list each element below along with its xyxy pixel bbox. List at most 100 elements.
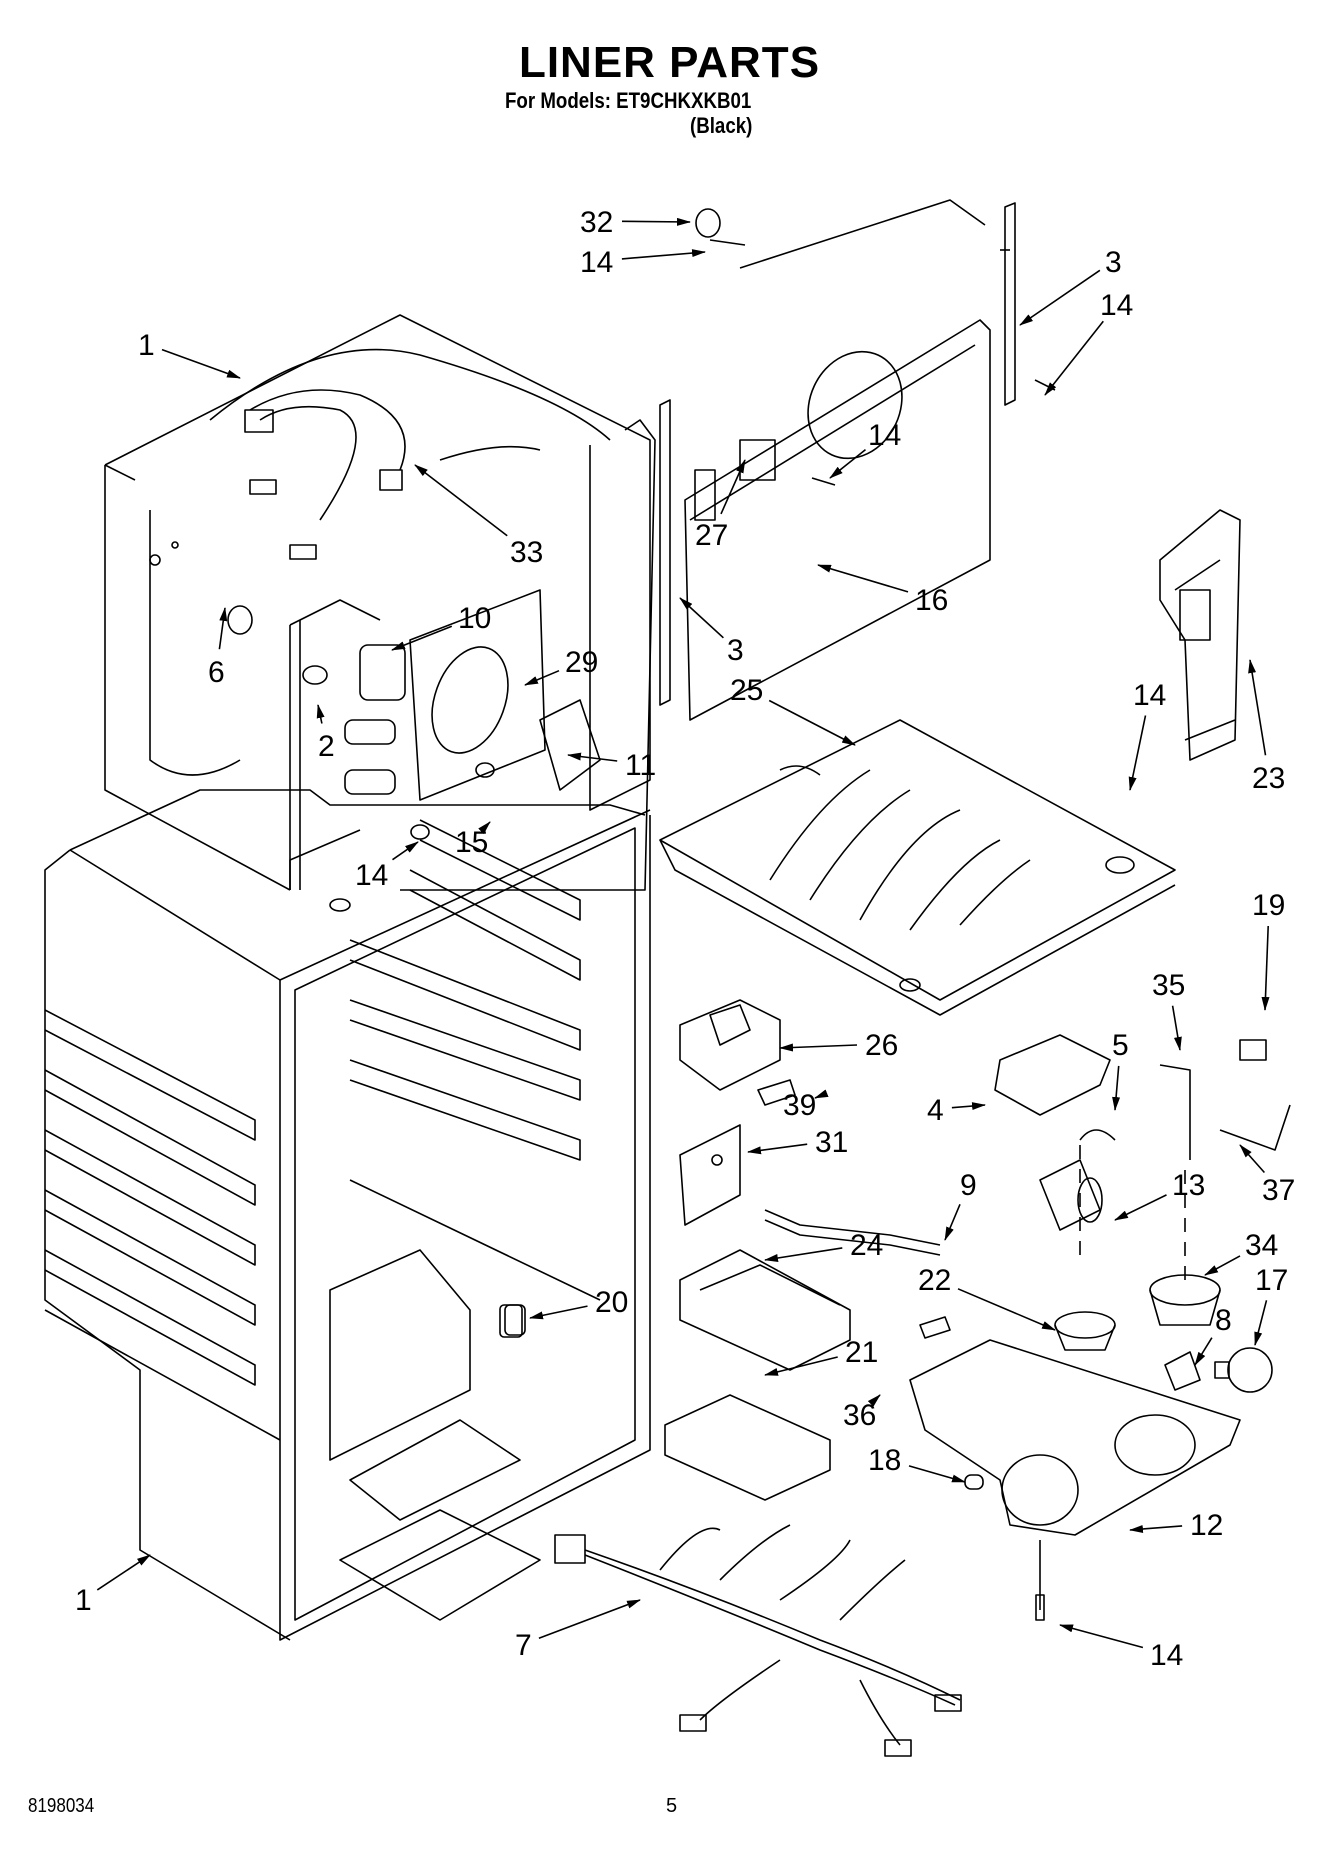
leader-arrow — [391, 625, 453, 651]
leader-arrow — [529, 1305, 588, 1320]
callout-number: 7 — [515, 1629, 532, 1662]
callout-24-light-housing: 24 — [764, 1229, 883, 1262]
leader-arrow — [1129, 1524, 1183, 1533]
leader-arrow — [316, 704, 325, 724]
callout-11-fan-blade: 11 — [567, 749, 656, 782]
freezer-liner-drawing — [104, 314, 656, 891]
leader-arrow — [1254, 1300, 1268, 1346]
leader-arrow — [621, 249, 706, 260]
callout-29-fan-shroud: 29 — [524, 646, 598, 686]
callout-7-wire-harness: 7 — [515, 1599, 641, 1662]
air-duct-drawing — [1159, 509, 1241, 761]
callout-number: 24 — [850, 1229, 883, 1262]
callout-36-label: 36 — [843, 1394, 881, 1432]
callout-number: 23 — [1252, 762, 1285, 795]
callout-25-shelf-support: 25 — [730, 674, 856, 746]
callout-number: 29 — [565, 646, 598, 679]
callout-number: 6 — [208, 656, 225, 689]
leader-arrow — [621, 217, 691, 226]
callout-number: 14 — [868, 419, 901, 452]
leader-arrow — [747, 1143, 808, 1155]
callout-2-grommet: 2 — [316, 704, 335, 763]
leader-arrow — [764, 1247, 843, 1262]
callout-number: 1 — [138, 329, 155, 362]
leader-arrow — [392, 841, 419, 861]
callout-number: 32 — [580, 206, 613, 239]
callout-6-plug: 6 — [208, 607, 228, 689]
callout-number: 16 — [915, 584, 948, 617]
callout-35-damper: 35 — [1152, 969, 1185, 1051]
leader-arrow — [1171, 1005, 1182, 1051]
page-number: 5 — [666, 1795, 678, 1817]
leader-arrow — [1112, 1065, 1121, 1111]
callout-13-thermostat: 13 — [1114, 1169, 1205, 1221]
callout-18-thermistor: 18 — [868, 1444, 966, 1483]
callout-27-control-housing: 27 — [695, 459, 746, 552]
callout-number: 39 — [783, 1089, 816, 1122]
callout-number: 13 — [1172, 1169, 1205, 1202]
leader-arrow — [829, 448, 866, 479]
callout-14-screw: 14 — [829, 419, 901, 479]
callout-number: 12 — [1190, 1509, 1223, 1542]
leader-arrow — [1261, 925, 1270, 1011]
callout-number: 11 — [625, 749, 656, 782]
callout-number: 25 — [730, 674, 763, 707]
callout-number: 17 — [1255, 1264, 1288, 1297]
leader-arrow — [867, 1394, 881, 1407]
models-line: For Models: ET9CHKXKB01 — [505, 88, 752, 113]
callout-34-knob: 34 — [1204, 1229, 1278, 1276]
callout-number: 8 — [1215, 1304, 1232, 1337]
shelf-support-drawing — [659, 719, 1176, 1016]
callout-3-gasket-strip: 3 — [1019, 246, 1122, 326]
leader-arrow — [944, 1203, 961, 1241]
leader-arrow — [161, 348, 241, 379]
leader-arrow — [768, 699, 856, 746]
callout-number: 34 — [1245, 1229, 1278, 1262]
callout-number: 9 — [960, 1169, 977, 1202]
callout-number: 27 — [695, 519, 728, 552]
leader-arrow — [817, 564, 909, 593]
leader-arrow — [908, 1465, 966, 1483]
callout-number: 19 — [1252, 889, 1285, 922]
callout-number: 36 — [843, 1399, 876, 1432]
callout-number: 1 — [75, 1584, 92, 1617]
leader-arrow — [957, 1288, 1056, 1331]
callout-number: 4 — [927, 1094, 944, 1127]
callout-22-knob: 22 — [918, 1264, 1056, 1331]
callout-number: 2 — [318, 730, 335, 763]
leader-arrow — [1248, 659, 1267, 756]
callout-14-screw: 14 — [355, 841, 419, 892]
leader-arrow — [478, 821, 491, 835]
callout-3-gasket-strip: 3 — [679, 597, 744, 667]
evaporator-cover-drawing — [659, 199, 1056, 721]
callout-5-clip: 5 — [1112, 1029, 1129, 1111]
callout-1-liner-freezer: 1 — [138, 329, 241, 379]
callout-12-control-housing: 12 — [1129, 1509, 1223, 1542]
leader-arrow — [679, 597, 724, 639]
leader-arrow — [764, 1356, 838, 1376]
callout-8-socket: 8 — [1194, 1304, 1232, 1366]
callout-number: 3 — [727, 634, 744, 667]
callout-26-relay: 26 — [779, 1029, 898, 1062]
callout-31-insulation: 31 — [747, 1126, 848, 1159]
leader-arrow — [1128, 715, 1147, 791]
callout-number: 33 — [510, 536, 543, 569]
callout-number: 14 — [1150, 1639, 1183, 1672]
callout-4-control-board: 4 — [927, 1094, 986, 1127]
callout-20-spacer: 20 — [529, 1286, 628, 1320]
callout-number: 14 — [355, 859, 388, 892]
callout-14-screw: 14 — [1059, 1624, 1183, 1672]
leader-arrow — [414, 464, 508, 537]
callout-number: 14 — [1133, 679, 1166, 712]
leader-arrow — [951, 1102, 986, 1111]
callout-17-light-bulb: 17 — [1254, 1264, 1288, 1346]
callout-14-screw: 14 — [1044, 289, 1133, 396]
callout-9-sensor-bracket: 9 — [944, 1169, 977, 1241]
page-title: LINER PARTS — [518, 38, 821, 87]
callout-number: 26 — [865, 1029, 898, 1062]
leader-arrow — [1239, 1144, 1265, 1174]
document-number: 8198034 — [28, 1795, 95, 1817]
callout-1-liner-fresh-food: 1 — [75, 1554, 151, 1617]
callout-number: 15 — [455, 826, 488, 859]
